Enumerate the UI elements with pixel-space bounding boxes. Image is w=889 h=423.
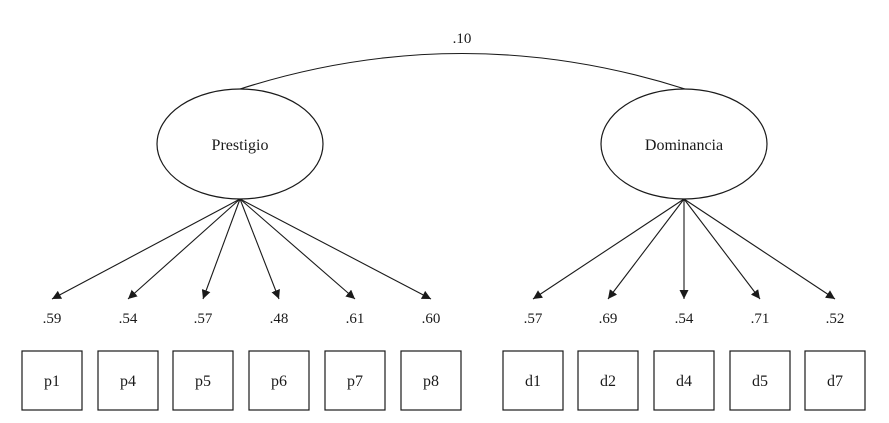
indicator-box-p5 [172, 350, 234, 411]
indicator-label-d4: d4 [676, 373, 692, 390]
indicator-label-p8: p8 [423, 373, 439, 390]
indicator-box-p7 [324, 350, 386, 411]
indicator-label-p5: p5 [195, 373, 211, 390]
indicator-box-p1 [21, 350, 83, 411]
loading-value-p4: .54 [119, 311, 138, 327]
loading-arrow-d2 [607, 198, 685, 300]
loading-arrow-p1 [51, 198, 241, 300]
loading-value-d2: .69 [599, 311, 618, 327]
loading-arrow-p5 [201, 198, 241, 300]
loading-arrow-p7 [239, 198, 356, 300]
indicator-box-p6 [248, 350, 310, 411]
loading-arrow-d7 [683, 198, 836, 300]
loading-value-p1: .59 [43, 311, 62, 327]
loading-value-p6: .48 [270, 311, 289, 327]
factor-correlation-arc [239, 52, 686, 90]
loading-value-d1: .57 [524, 311, 543, 327]
indicator-box-d4 [653, 350, 715, 411]
factor-correlation-value: .10 [453, 31, 472, 47]
indicator-label-p1: p1 [44, 373, 60, 390]
indicator-box-d2 [577, 350, 639, 411]
factor-dominancia-label: Dominancia [645, 137, 723, 154]
indicator-label-p6: p6 [271, 373, 287, 390]
indicator-label-p7: p7 [347, 373, 363, 390]
indicator-box-d5 [729, 350, 791, 411]
loading-arrow-p6 [239, 198, 280, 300]
loading-value-d5: .71 [751, 311, 770, 327]
indicator-label-p4: p4 [120, 373, 136, 390]
loading-arrow-d1 [532, 198, 685, 300]
loading-arrow-p8 [239, 198, 432, 300]
loading-value-p5: .57 [194, 311, 213, 327]
indicator-label-d2: d2 [600, 373, 616, 390]
loading-arrow-p4 [127, 198, 241, 300]
indicator-label-d5: d5 [752, 373, 768, 390]
indicator-box-d7 [804, 350, 866, 411]
loading-value-d4: .54 [675, 311, 694, 327]
indicator-label-d1: d1 [525, 373, 541, 390]
loading-value-p8: .60 [422, 311, 441, 327]
factor-prestigio-label: Prestigio [212, 137, 269, 154]
indicator-box-p8 [400, 350, 462, 411]
indicator-box-d1 [502, 350, 564, 411]
indicator-label-d7: d7 [827, 373, 843, 390]
loading-value-d7: .52 [826, 311, 845, 327]
indicator-box-p4 [97, 350, 159, 411]
loading-value-p7: .61 [346, 311, 365, 327]
loading-arrow-d5 [683, 198, 761, 300]
